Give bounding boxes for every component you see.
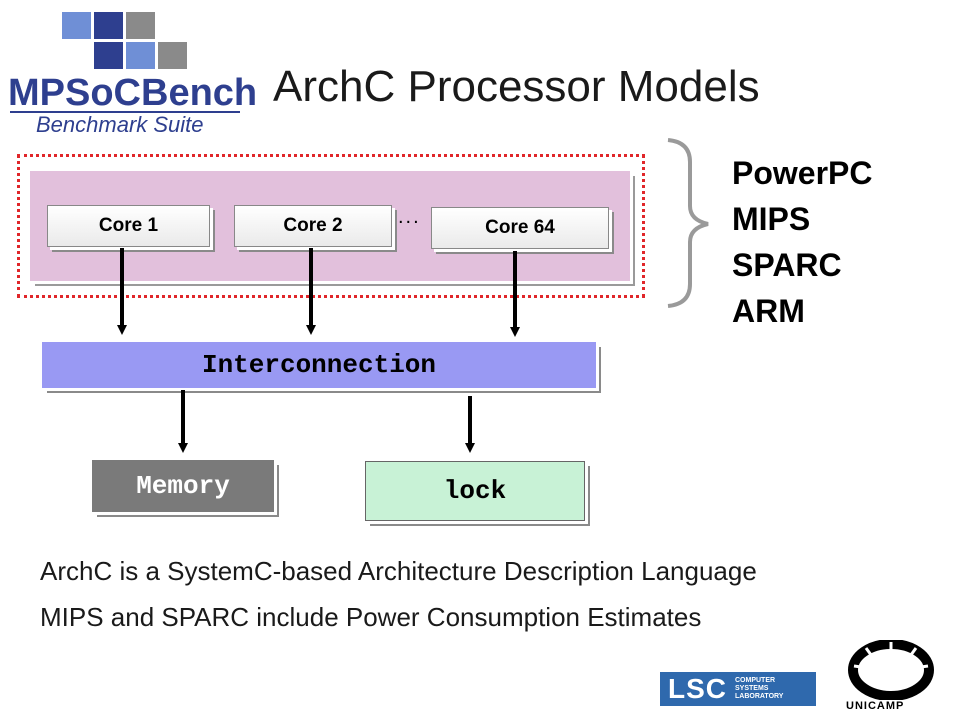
logo-name: MPSoCBench: [8, 72, 258, 114]
core-64-box: Core 64: [431, 207, 609, 249]
core-2-box: Core 2: [234, 205, 392, 247]
memory-box: Memory: [92, 460, 274, 512]
logo-square: [62, 12, 91, 39]
logo-square: [158, 42, 187, 69]
unicamp-logo-icon: [848, 640, 934, 700]
processor-list: PowerPC MIPS SPARC ARM: [732, 150, 872, 334]
logo-square: [126, 12, 155, 39]
lsc-word: COMPUTER: [735, 677, 776, 684]
interconnection-bus: Interconnection: [42, 342, 596, 388]
processor-item: PowerPC: [732, 155, 873, 191]
core-1-box: Core 1: [47, 205, 210, 247]
logo-square: [94, 42, 123, 69]
core-ellipsis: ...: [398, 206, 421, 228]
logo-divider: [10, 111, 240, 113]
lsc-abbr: LSC: [668, 673, 727, 704]
lsc-fullname: COMPUTER SYSTEMS LABORATORY: [735, 677, 783, 701]
info-line-power: MIPS and SPARC include Power Consumption…: [40, 602, 702, 632]
brace-icon: [667, 138, 709, 308]
lock-box: lock: [365, 461, 585, 521]
mpsocbench-logo-grid: [62, 12, 190, 76]
lsc-logo: LSC COMPUTER SYSTEMS LABORATORY: [660, 672, 816, 706]
processor-item: SPARC: [732, 247, 842, 283]
info-line-archc: ArchC is a SystemC-based Architecture De…: [40, 556, 757, 586]
logo-subtitle: Benchmark Suite: [36, 112, 204, 137]
processor-cluster-frame: [17, 154, 645, 298]
processor-item: MIPS: [732, 201, 811, 237]
unicamp-label: UNICAMP: [846, 700, 905, 712]
page-title: ArchC Processor Models: [273, 62, 760, 111]
logo-square: [126, 42, 155, 69]
lsc-word: SYSTEMS: [735, 685, 769, 692]
logo-square: [94, 12, 123, 39]
processor-item: ARM: [732, 293, 805, 329]
lsc-word: LABORATORY: [735, 693, 784, 700]
